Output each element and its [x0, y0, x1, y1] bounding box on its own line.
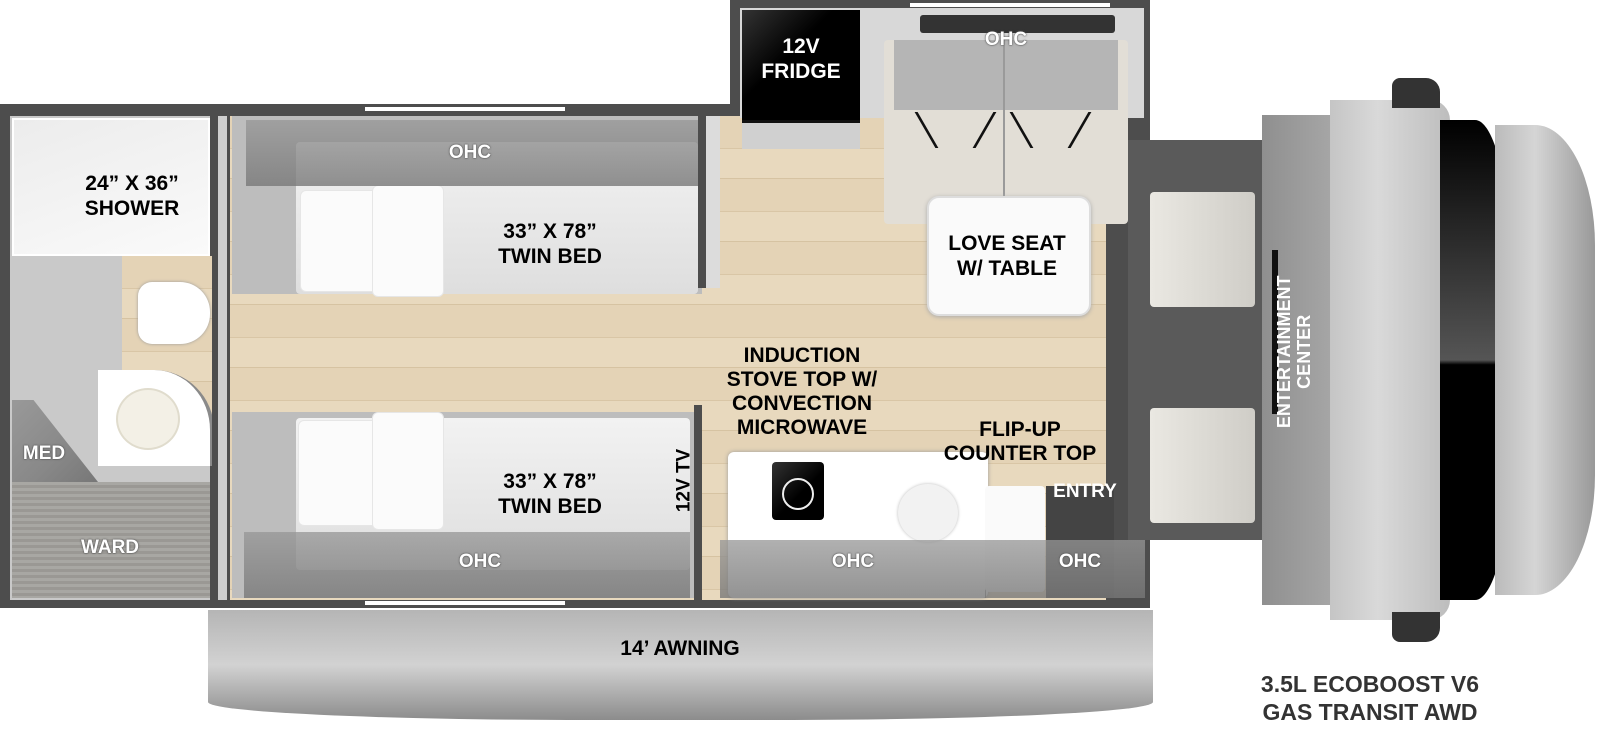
awning: [208, 610, 1153, 720]
fridge-line2: FRIDGE: [761, 60, 841, 83]
loveseat-line1: LOVE SEAT: [948, 232, 1066, 255]
awning-label: 14’ AWNING: [620, 637, 740, 660]
tv-label: 12V TV: [673, 448, 695, 513]
window-top: [365, 107, 565, 111]
bed-top-endwall: [698, 116, 706, 288]
pillow-icon: [372, 412, 444, 530]
entertainment-line2: CENTER: [1294, 314, 1314, 389]
entry-ohc-label: OHC: [1058, 551, 1102, 572]
loveseat-ohc-label: OHC: [984, 29, 1028, 50]
fridge-line1: 12V: [782, 35, 820, 58]
sink-icon: [116, 388, 180, 450]
burner-icon: [782, 478, 814, 510]
kitchen-line4: MICROWAVE: [736, 416, 868, 439]
loveseat-back: [894, 40, 1118, 110]
entry-label: ENTRY: [1053, 481, 1117, 502]
bath-divider: [212, 116, 230, 600]
pillow-icon: [372, 185, 444, 297]
bed-bottom-endwall: [694, 405, 702, 601]
kitchen-line3: CONVECTION: [731, 392, 872, 415]
bed-bottom-label: TWIN BED: [498, 495, 602, 518]
fridge: [742, 10, 860, 120]
engine-line1: 3.5L ECOBOOST V6: [1260, 671, 1480, 697]
kitchen-line2: STOVE TOP W/: [726, 368, 878, 391]
bed-top-ohc-label: OHC: [448, 142, 492, 163]
bed-top-ohc: [246, 120, 698, 186]
counter-line1: FLIP-UP: [979, 418, 1061, 441]
entry-ohc: [985, 540, 1145, 598]
bed-top-label: TWIN BED: [498, 245, 602, 268]
kitchen-ohc: [720, 540, 986, 598]
driver-seat[interactable]: [1150, 192, 1255, 307]
tv-bar: [920, 15, 1115, 33]
window-bottom: [365, 601, 565, 605]
bed-bottom-ohc-label: OHC: [458, 551, 502, 572]
entertainment-line1: ENTERTAINMENT: [1274, 275, 1295, 429]
bed-bottom-ohc: [244, 532, 690, 598]
window-slide: [910, 3, 1110, 7]
counter-line2: COUNTER TOP: [943, 442, 1097, 465]
shower: [12, 118, 210, 256]
kitchen-sink-icon: [898, 484, 958, 542]
med-label: MED: [22, 443, 66, 464]
ward-label: WARD: [80, 537, 140, 558]
entertainment-label: ENTERTAINMENT CENTER: [1274, 257, 1315, 447]
shower-size: 24” X 36”: [85, 172, 179, 195]
engine-line2: GAS TRANSIT AWD: [1262, 699, 1478, 725]
passenger-seat[interactable]: [1150, 408, 1255, 523]
kitchen-line1: INDUCTION: [743, 344, 861, 367]
front-bumper: [1495, 125, 1595, 595]
table[interactable]: [927, 196, 1091, 316]
entertainment-tv: [1272, 250, 1278, 414]
bed-top-divider: [706, 116, 720, 288]
loveseat-line2: W/ TABLE: [957, 257, 1057, 280]
wardrobe: [12, 482, 210, 598]
loveseat-divider: [1003, 40, 1005, 220]
pillow-icon: [298, 420, 380, 526]
bed-bottom-size: 33” X 78”: [503, 470, 597, 493]
kitchen-ohc-label: OHC: [831, 551, 875, 572]
cab-hood: [1330, 100, 1450, 620]
shower-label: SHOWER: [84, 197, 180, 220]
mirror-top: [1392, 78, 1440, 108]
toilet-icon: [138, 282, 210, 344]
mirror-bottom: [1392, 612, 1440, 642]
fridge-base: [742, 120, 860, 149]
pillow-icon: [300, 190, 382, 292]
bed-top-size: 33” X 78”: [503, 220, 597, 243]
